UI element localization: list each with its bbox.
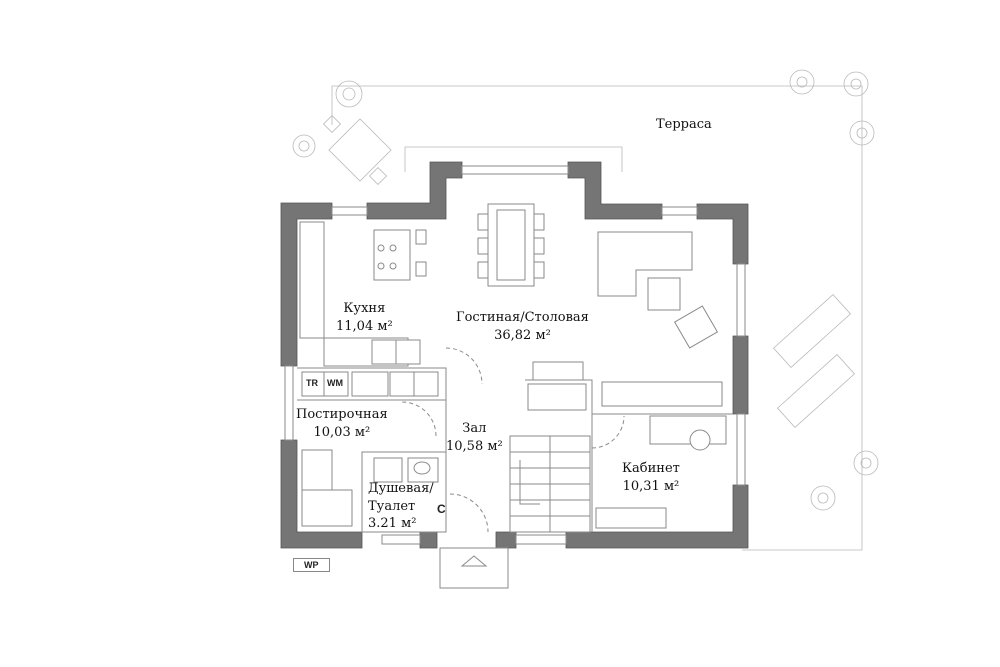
room-name: Постирочная (296, 407, 388, 422)
room-label-living: Гостиная/Столовая 36,82 м² (456, 309, 589, 344)
tree-icon (292, 69, 879, 511)
room-label-laundry: Постирочная 10,03 м² (296, 406, 388, 441)
wm-label: WM (327, 378, 343, 388)
room-label-kitchen: Кухня 11,04 м² (336, 300, 393, 335)
room-area: 10,03 м² (313, 424, 371, 440)
room-name: Гостиная/Столовая (456, 310, 589, 325)
wp-label: WP (293, 558, 330, 572)
room-label-hall: Зал 10,58 м² (446, 420, 503, 455)
staircase-icon (509, 435, 591, 533)
windows (284, 165, 746, 545)
room-name: Зал (462, 421, 487, 436)
room-area: 36,82 м² (494, 327, 551, 343)
room-label-bath: Душевая/ Туалет 3.21 м² (368, 480, 434, 533)
room-name: Кухня (343, 301, 386, 316)
room-area: 10,31 м² (622, 478, 680, 494)
room-area: 3.21 м² (368, 516, 417, 532)
room-name: Туалет (368, 498, 416, 514)
dining-table-icon (477, 203, 545, 287)
laundry-machines-icon (301, 371, 439, 527)
room-name: Душевая/ (368, 481, 434, 496)
room-area: 10,58 м² (446, 438, 503, 454)
terrace-outline (331, 85, 863, 551)
door-swing (401, 347, 625, 533)
room-label-terrace: Терраса (656, 116, 712, 134)
room-name: Кабинет (622, 461, 680, 476)
room-label-office: Кабинет 10,31 м² (622, 460, 680, 495)
office-desk-icon (595, 415, 727, 529)
tr-label: TR (306, 378, 318, 388)
kitchen-counter-icon (299, 221, 427, 367)
bathroom-fixtures-icon (373, 457, 439, 483)
sofa-icon (597, 231, 719, 349)
room-name: Терраса (656, 117, 712, 132)
sideboard-icon (527, 361, 723, 411)
terrace-porch-outline (404, 146, 623, 172)
terrace-table-icon (322, 114, 392, 186)
sun-lounger-icon (773, 294, 855, 428)
c-label: C (437, 502, 446, 516)
entrance-steps-icon (439, 547, 509, 589)
room-area: 11,04 м² (336, 318, 393, 334)
